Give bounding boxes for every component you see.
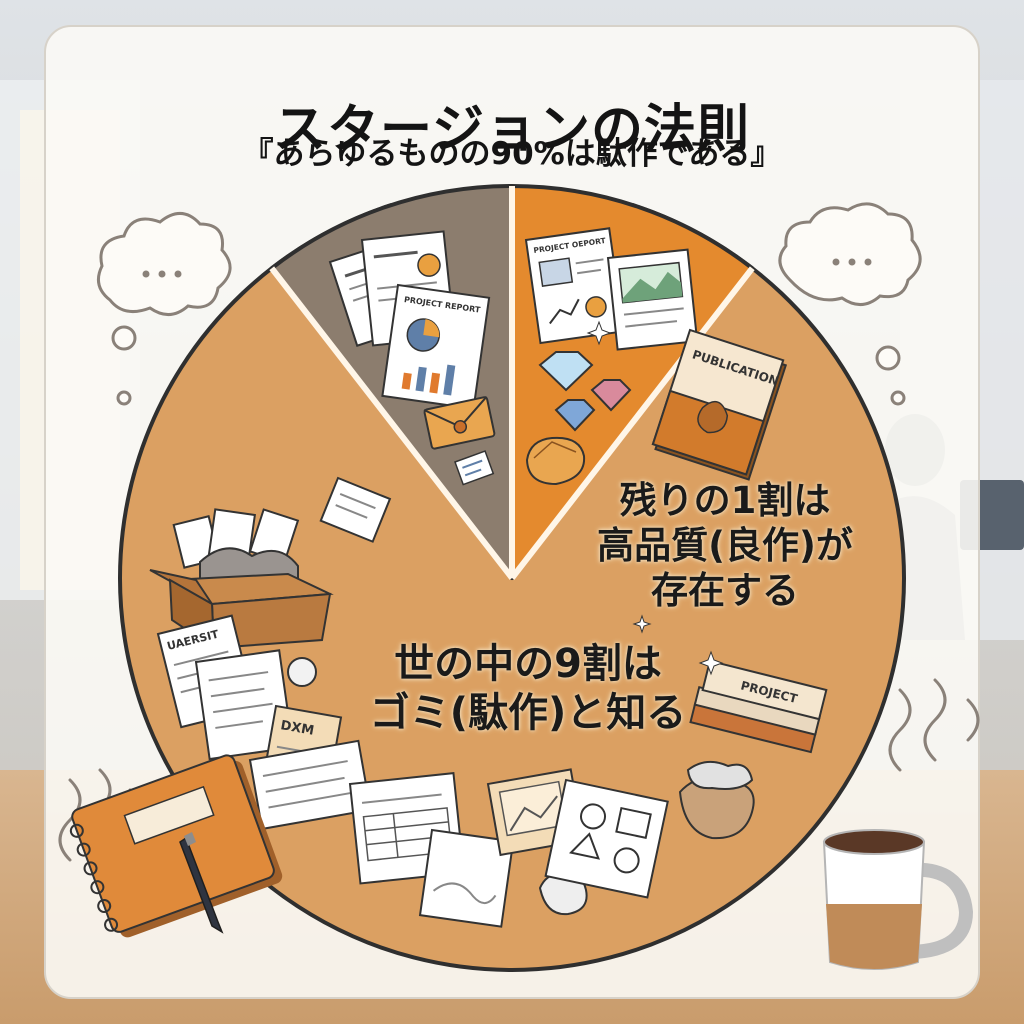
quality-label-line-3: 存在する [651,569,799,613]
thought-cloud-left-icon [96,212,232,406]
quality-label-line-1: 残りの1割は [619,479,831,522]
gems-icon [525,320,632,486]
scribble-label-2: DXM [279,718,315,739]
project-books-icon: PROJECT [632,614,828,754]
garbage-label-line-1: 世の中の9割は [394,641,662,687]
report-documents-icon: PROJECT REPORT [328,230,496,486]
trash-box-icon [149,508,334,650]
garbage-papers-icon: UAERSIT DXM [156,614,755,928]
garbage-label: 世の中の9割は ゴミ(駄作)と知る [348,640,708,738]
publication-book-icon: PUBLICATION [651,328,788,481]
pie-divider-0 [269,266,515,580]
quality-report-icon: PROJECT OEPORT [524,227,699,351]
page-title: スタージョンの法則 [274,99,750,160]
pie-divider-2 [509,266,755,580]
coffee-mug-icon [822,829,974,970]
notebook-icon [69,754,283,938]
page-subtitle: 『あらゆるものの90%は駄作である』 [242,136,782,172]
pen-icon [179,832,224,934]
thought-cloud-right-icon [778,202,922,406]
flying-paper-icon [319,476,392,543]
quality-label: 残りの1割は 高品質(良作)が 存在する [580,478,870,613]
quality-label-line-2: 高品質(良作)が [597,524,853,568]
garbage-label-line-2: ゴミ(駄作)と知る [369,689,687,736]
